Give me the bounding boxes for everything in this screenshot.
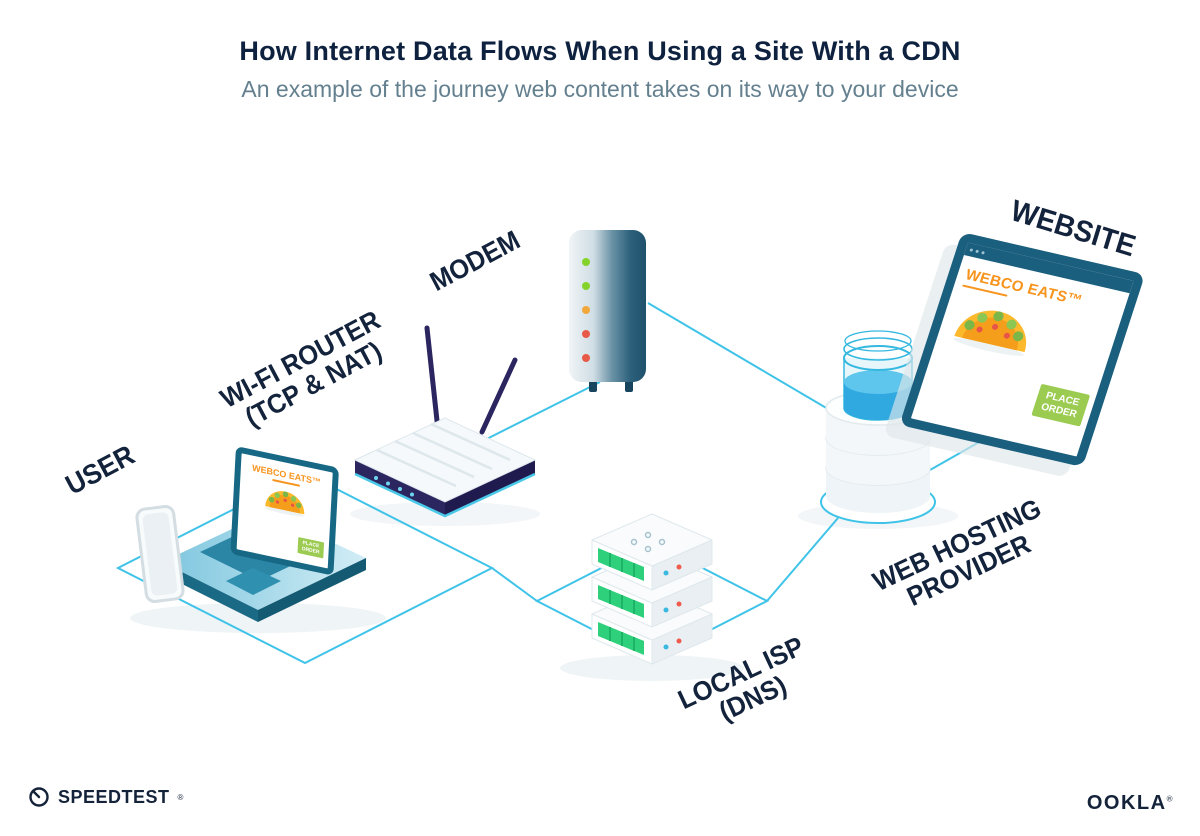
antenna-left — [424, 325, 441, 433]
hosting-database-illustration — [825, 330, 931, 513]
isp-to-hosting-line — [766, 517, 839, 602]
speedtest-logo: SPEEDTEST ® — [28, 786, 183, 808]
page-title: How Internet Data Flows When Using a Sit… — [239, 36, 961, 66]
laptop-order-button: PLACE ORDER — [297, 536, 325, 559]
header: How Internet Data Flows When Using a Sit… — [0, 36, 1200, 103]
modem-illustration — [569, 230, 646, 392]
topbar-dot — [975, 249, 980, 254]
speedtest-gauge-icon — [29, 787, 49, 807]
laptop-screen: WEBCO EATS™ PLACE ORDER — [230, 446, 339, 576]
router-leds — [374, 476, 414, 497]
speedtest-wordmark: SPEEDTEST — [58, 786, 170, 807]
taco-icon — [953, 310, 1027, 356]
server-top-dots — [630, 531, 666, 553]
modem-leds — [582, 258, 590, 362]
ookla-wordmark: OOKLA — [1086, 792, 1167, 814]
isp-server-illustration — [591, 513, 713, 665]
topbar-dot — [969, 248, 974, 252]
page-subtitle: An example of the journey web content ta… — [241, 76, 959, 102]
speedtest-registered-mark: ® — [177, 792, 184, 802]
topbar-dot — [981, 250, 985, 255]
trackpad — [226, 568, 281, 595]
laptop-to-isp-line — [491, 567, 538, 602]
modem-to-hosting-line — [647, 302, 846, 420]
antenna-right — [479, 357, 518, 435]
place-order-button: PLACE ORDER — [1031, 383, 1091, 427]
laptop-site-brand: WEBCO EATS™ — [251, 462, 322, 488]
ookla-registered-mark: ® — [1166, 794, 1174, 804]
router-illustration — [353, 325, 537, 518]
ookla-logo: OOKLA® — [1087, 792, 1174, 815]
phone-screen — [142, 511, 178, 597]
website-window: WEBCO EATS™ PLACE ORDER — [899, 232, 1146, 468]
taco-icon — [265, 491, 305, 517]
browser-body: WEBCO EATS™ PLACE ORDER — [911, 255, 1130, 456]
